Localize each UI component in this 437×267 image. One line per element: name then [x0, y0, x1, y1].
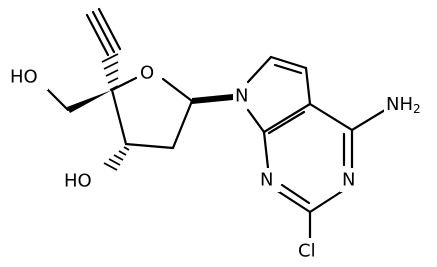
bond-c2-c3 [124, 142, 175, 150]
n1-label: N [260, 170, 273, 191]
amine-label: NH2 [386, 94, 421, 117]
bond-o4-c1 [161, 77, 194, 103]
ethynyl-triple-bond [85, 7, 122, 57]
wedge-bond-c1-n7 [192, 94, 233, 104]
bond-n3-c2 [308, 188, 346, 214]
chlorine-label: Cl [298, 241, 316, 262]
atom-labels: O HO HO N N N NH2 Cl [8, 62, 434, 264]
amine-subscript: 2 [413, 102, 421, 116]
bond-c4a-c7a-inner [267, 110, 306, 135]
bond-c4-nh2 [350, 108, 387, 132]
bond-c9-c4a [304, 66, 312, 106]
n7-label: N [235, 86, 248, 107]
bond-c8-c9-inner [273, 63, 303, 75]
bond-n7-c7a [246, 108, 266, 134]
wedge-bond-c4-ch2 [67, 90, 112, 113]
bond-ch2-oh [44, 86, 70, 112]
hydroxymethyl-oh-label: HO [10, 67, 38, 88]
n3-label: N [342, 170, 355, 191]
bond-c4-o4 [110, 76, 138, 92]
bond-c1-c2 [171, 99, 194, 150]
hashed-bond-c3-oh [103, 146, 130, 171]
hashed-bond-c4-ethynyl [101, 53, 119, 91]
bond-c4a-c7a [262, 102, 312, 134]
bonds [44, 7, 387, 242]
ring-oxygen-label: O [140, 63, 154, 84]
bond-c8-c9 [269, 55, 308, 70]
amine-nh: NH [386, 94, 413, 115]
bond-n7-c8 [246, 55, 273, 84]
bond-c2-n1-inner [280, 183, 311, 205]
bond-c4a-c4 [308, 102, 354, 132]
bond-c3-c4 [110, 88, 128, 146]
bond-n1-c7a [262, 130, 270, 170]
hydroxyl-3-label: HO [64, 171, 92, 192]
bond-c2-n1 [274, 188, 312, 214]
